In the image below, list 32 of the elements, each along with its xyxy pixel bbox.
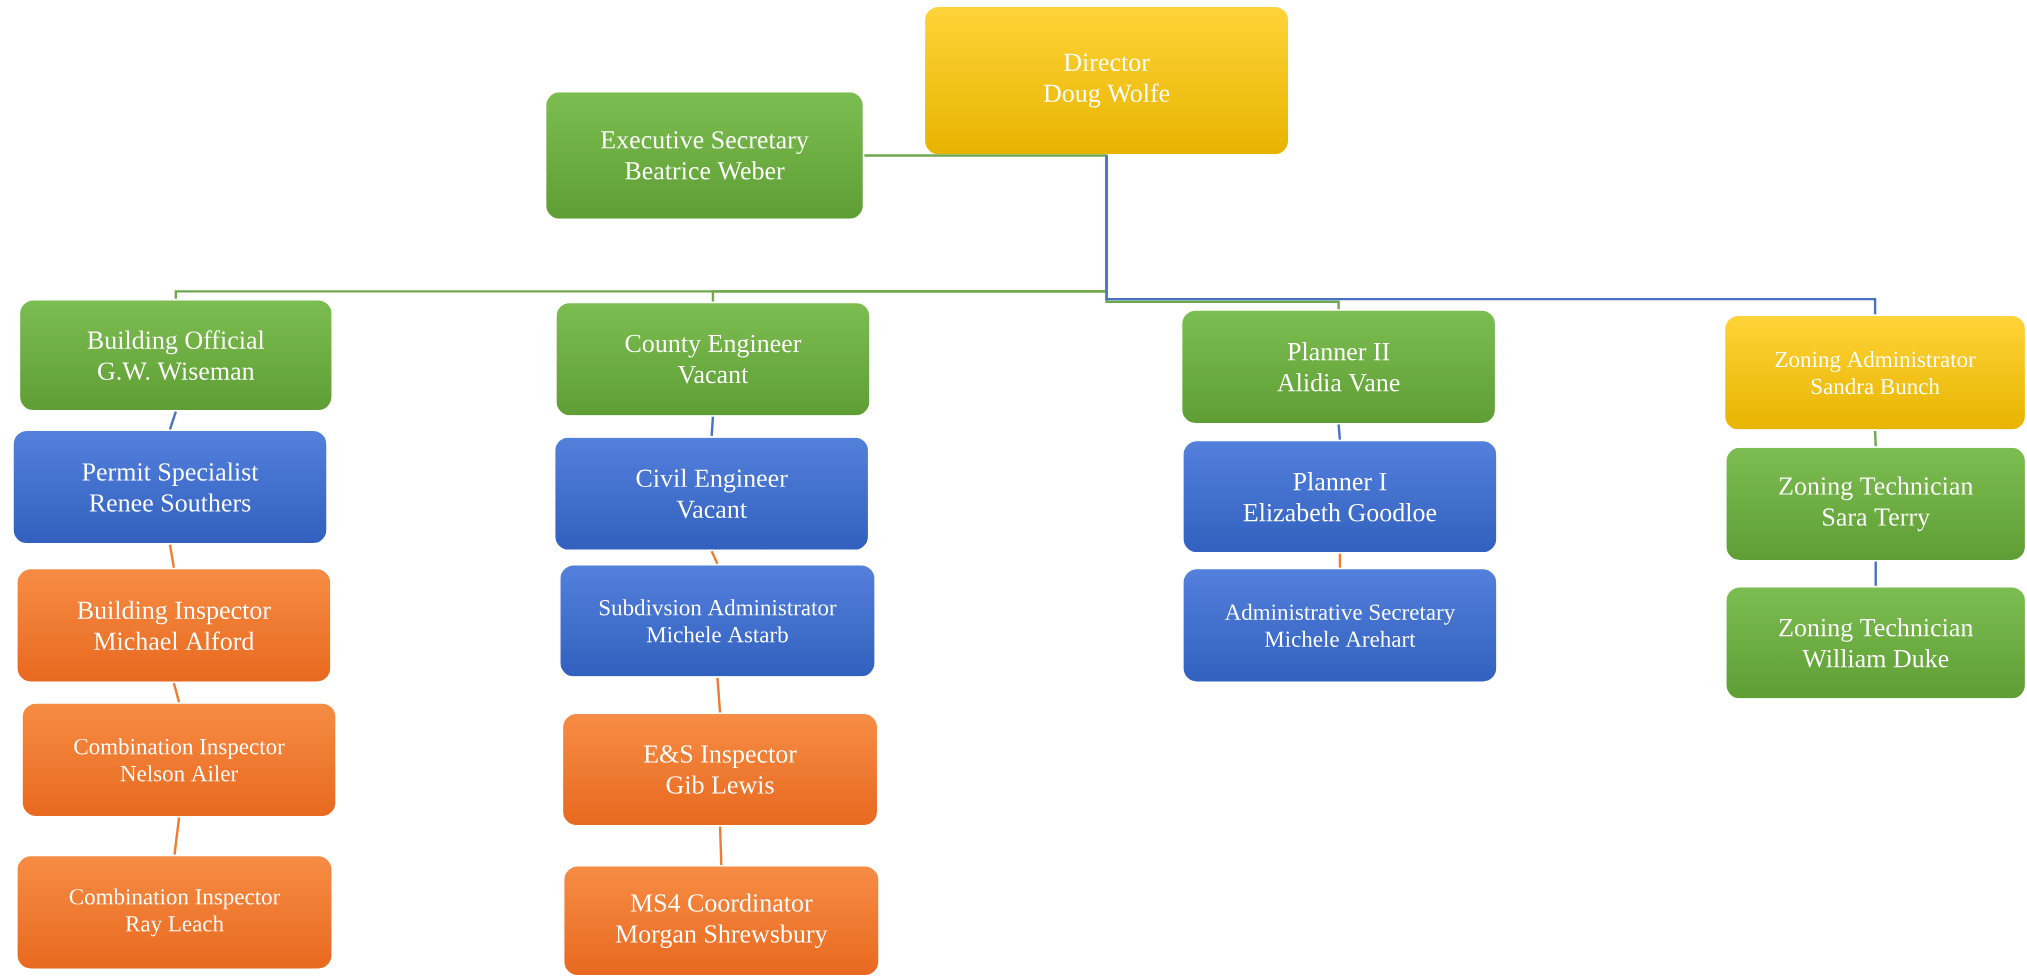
org-box: Director Doug Wolfe [923, 5, 1290, 156]
org-box: Administrative Secretary Michele Arehart [1182, 567, 1498, 684]
org-box: County Engineer Vacant [555, 301, 871, 417]
org-box: Zoning Technician Sara Terry [1725, 446, 2027, 562]
org-box: Executive Secretary Beatrice Weber [544, 90, 865, 221]
org-box: E&S Inspector Gib Lewis [561, 712, 879, 827]
connector-line [1105, 155, 1877, 315]
connector-line [1873, 430, 1877, 447]
org-box: Civil Engineer Vacant [553, 435, 870, 552]
org-box: Subdivsion Administrator Michele Astarb [558, 563, 876, 678]
connector-line [173, 817, 181, 855]
connector-line [172, 682, 181, 703]
connector-line [1337, 424, 1342, 440]
connector-line [168, 544, 176, 568]
connector-line [1338, 553, 1342, 568]
org-box: Combination Inspector Nelson Ailer [21, 702, 337, 818]
connector-line [1874, 561, 1877, 586]
org-box: MS4 Coordinator Morgan Shrewsbury [562, 865, 880, 977]
org-box: Planner II Alidia Vane [1180, 309, 1497, 425]
org-box: Planner I Elizabeth Goodloe [1182, 439, 1498, 554]
connector-line [864, 154, 1108, 157]
org-box: Zoning Administrator Sandra Bunch [1723, 314, 2027, 431]
connector-line [168, 411, 177, 430]
org-box: Building Inspector Michael Alford [16, 567, 332, 684]
org-box: Combination Inspector Ray Leach [16, 854, 334, 970]
connector-line [710, 416, 715, 436]
org-box: Building Official G.W. Wiseman [18, 298, 334, 412]
connector-line [718, 826, 723, 866]
connector-line [710, 550, 719, 565]
org-box: Permit Specialist Renee Southers [12, 429, 328, 545]
connector-line [716, 677, 722, 713]
org-box: Zoning Technician William Duke [1725, 585, 2027, 700]
